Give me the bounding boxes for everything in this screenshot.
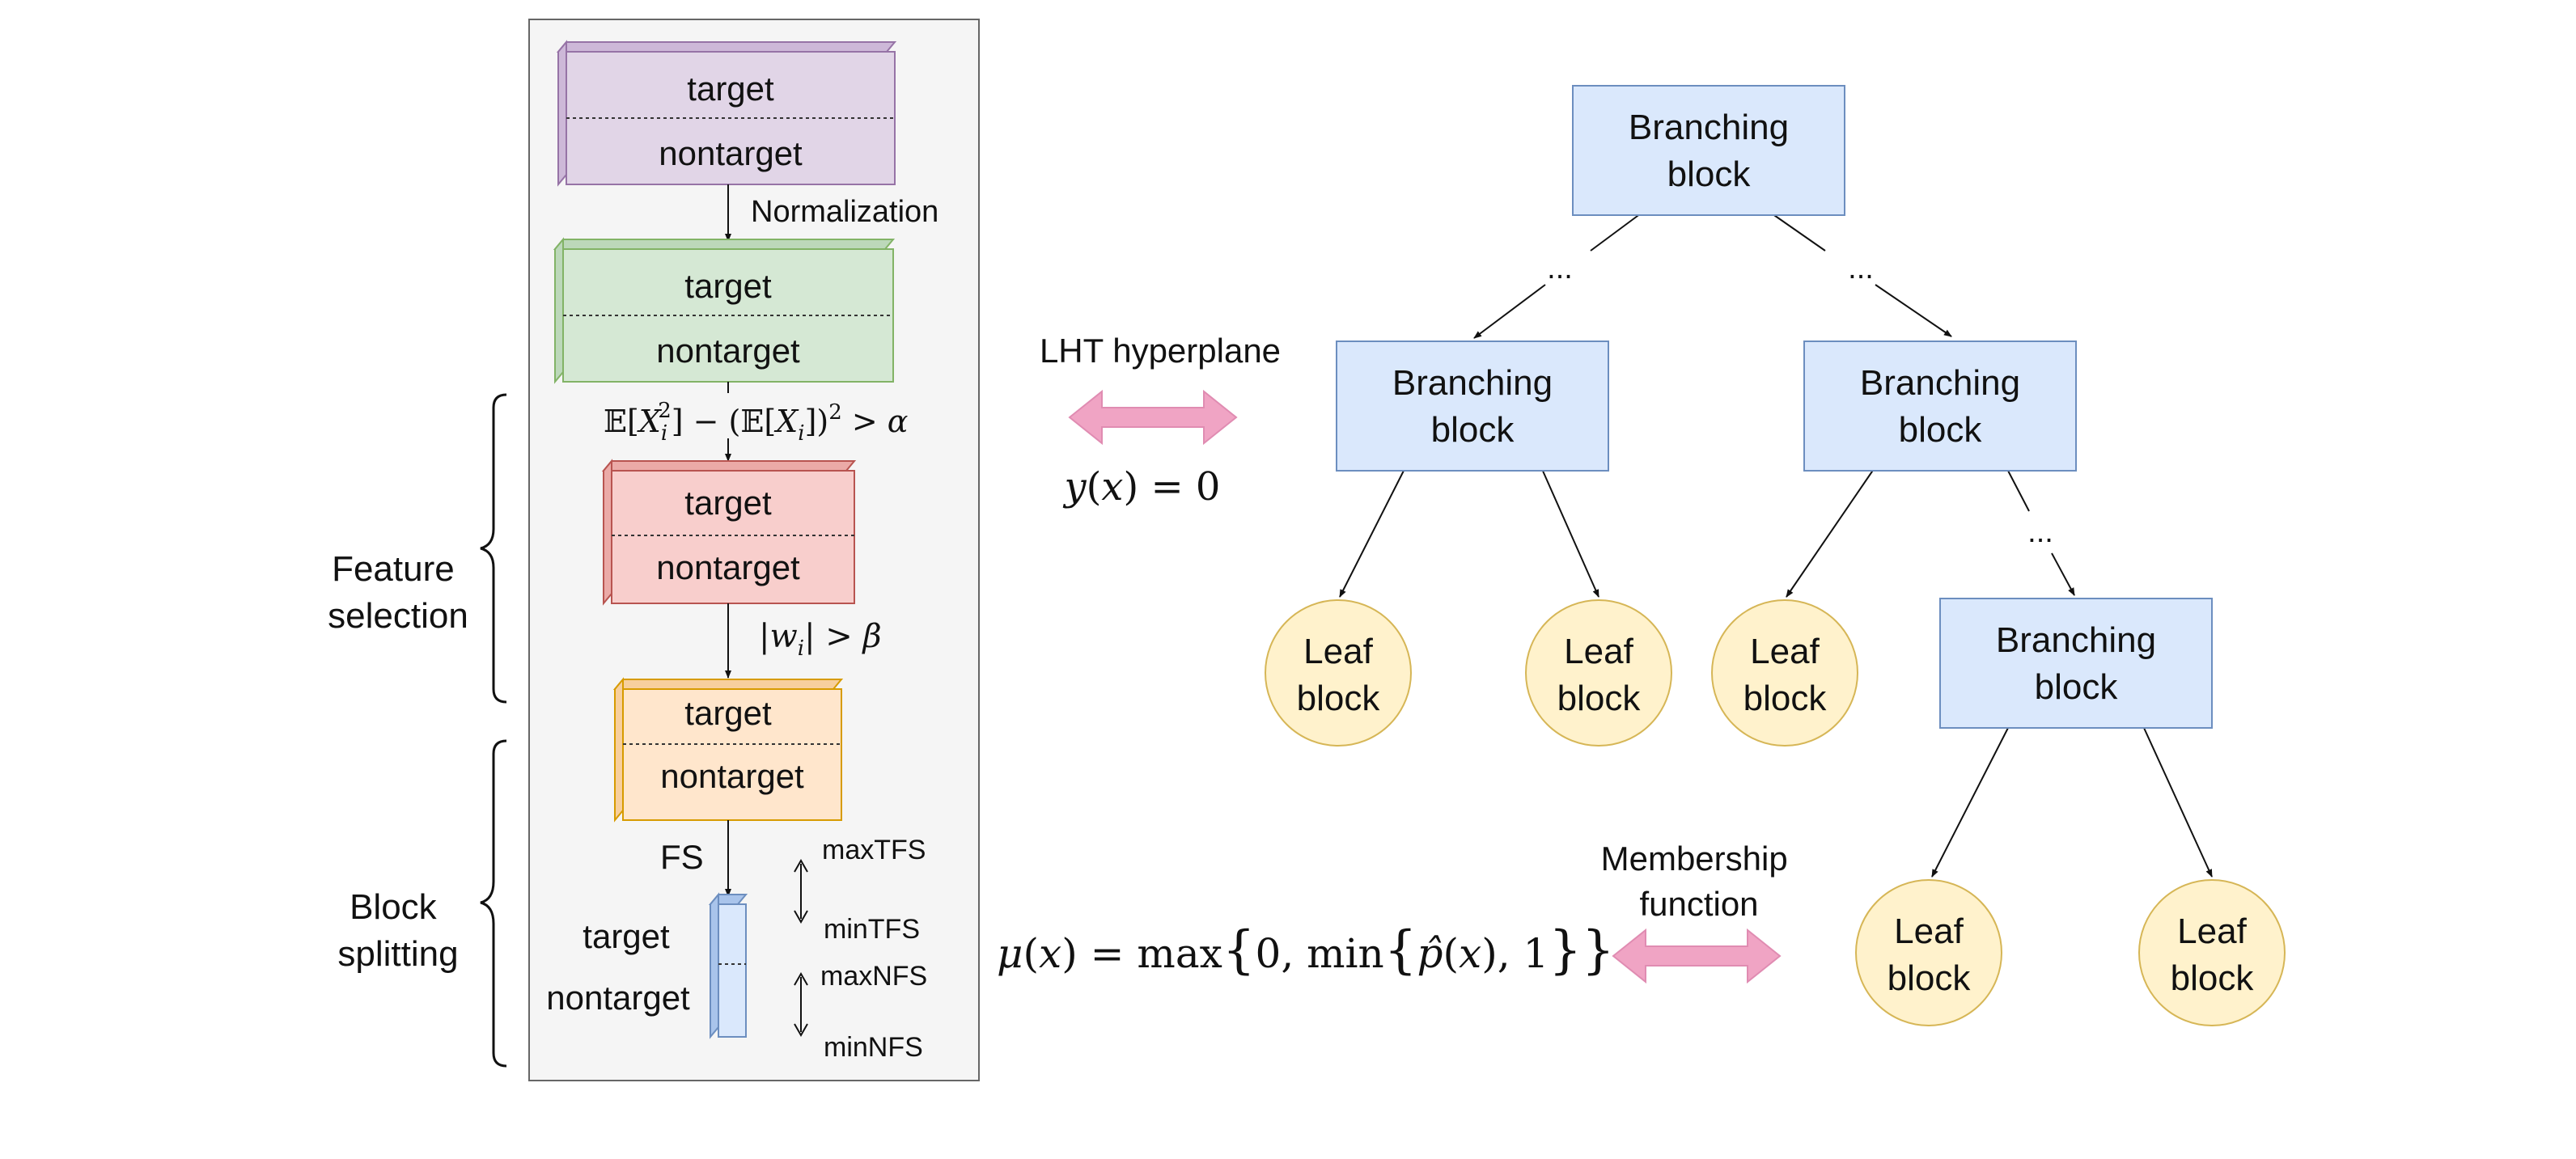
block-nontarget-label: nontarget bbox=[659, 134, 803, 172]
min-tfs-label: minTFS bbox=[824, 914, 920, 945]
data-block-variance-filtered: target nontarget bbox=[601, 459, 857, 606]
block-nontarget-label: nontarget bbox=[656, 332, 800, 370]
membership-double-arrow bbox=[1612, 928, 1782, 984]
block-target-label: target bbox=[684, 694, 772, 732]
feature-selection-brace bbox=[480, 393, 507, 704]
data-block-weight-filtered: target nontarget bbox=[612, 677, 844, 823]
tfs-range-arrow bbox=[794, 858, 808, 924]
ellipsis: ... bbox=[1848, 252, 1874, 286]
weight-criterion: |wi| > β bbox=[759, 618, 882, 661]
lht-hyperplane-label: LHT hyperplane bbox=[1040, 332, 1281, 370]
min-nfs-label: minNFS bbox=[824, 1032, 923, 1063]
block-splitting-label: Block splitting bbox=[337, 887, 458, 974]
data-block-normalized: target nontarget bbox=[553, 237, 896, 384]
block-target-label: target bbox=[684, 484, 772, 522]
fs-label: FS bbox=[660, 838, 704, 876]
membership-equation: μ(x) = max{0, min{p̂(x), 1}} bbox=[997, 920, 1615, 980]
block-nontarget-label: nontarget bbox=[656, 548, 800, 586]
split-nontarget-label: nontarget bbox=[546, 979, 690, 1017]
lht-double-arrow bbox=[1068, 389, 1238, 446]
block-splitting-brace bbox=[480, 739, 507, 1068]
block-target-label: target bbox=[687, 70, 774, 108]
data-block-raw: target nontarget bbox=[556, 40, 897, 187]
split-target-label: target bbox=[583, 917, 670, 955]
membership-function-label: Membership function bbox=[1601, 840, 1798, 923]
ellipsis: ... bbox=[1547, 252, 1573, 286]
data-block-split bbox=[708, 892, 748, 1039]
feature-selection-label: Feature selection bbox=[328, 549, 468, 636]
max-nfs-label: maxNFS bbox=[820, 961, 927, 992]
tree-edges bbox=[1339, 213, 2213, 878]
block-nontarget-label: nontarget bbox=[660, 757, 804, 795]
hyperplane-equation: y(x) = 0 bbox=[1063, 464, 1221, 510]
block-target-label: target bbox=[684, 267, 772, 305]
ellipsis: ... bbox=[2027, 515, 2053, 549]
normalization-label: Normalization bbox=[751, 195, 938, 229]
max-tfs-label: maxTFS bbox=[822, 835, 926, 865]
nfs-range-arrow bbox=[794, 971, 808, 1038]
variance-criterion: 𝔼[Xi2] − (𝔼[Xi])2 > α bbox=[604, 399, 908, 446]
